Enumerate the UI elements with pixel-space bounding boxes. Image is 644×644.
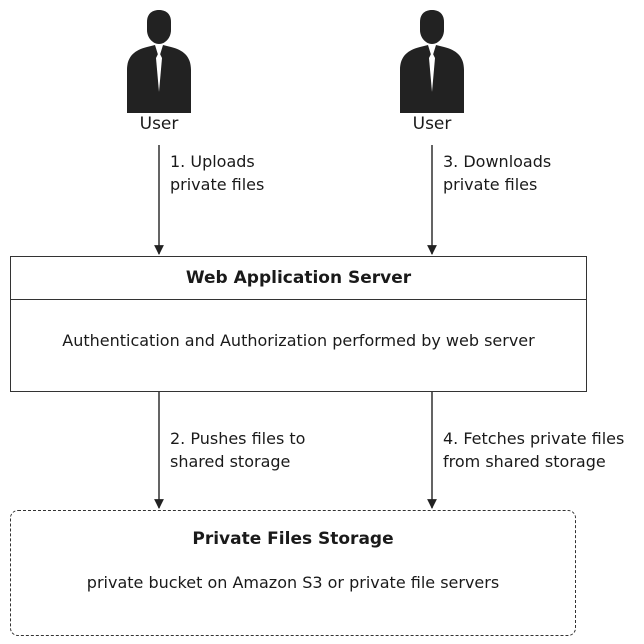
web-application-server-box: Web Application Server Authentication an… [10, 256, 587, 392]
step-push-label: 2. Pushes files to shared storage [170, 429, 306, 471]
user-label: User [412, 114, 452, 134]
step-upload-label: 1. Uploads private files [170, 152, 265, 194]
storage-title: Private Files Storage [192, 529, 394, 549]
user-icon [400, 10, 464, 113]
server-description: Authentication and Authorization perform… [62, 331, 535, 350]
storage-description: private bucket on Amazon S3 or private f… [86, 573, 500, 592]
user-icon [127, 10, 191, 113]
user-label: User [139, 114, 179, 134]
step-download-label: 3. Downloads private files [443, 152, 552, 194]
private-files-storage-box: Private Files Storage private bucket on … [10, 510, 576, 636]
step-fetch-label: 4. Fetches private files from shared sto… [443, 429, 625, 471]
server-title: Web Application Server [11, 257, 586, 300]
